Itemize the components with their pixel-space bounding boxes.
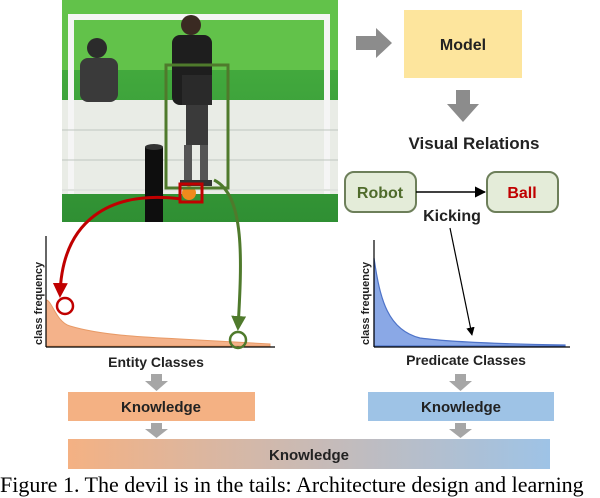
predicate-knowledge-bar [368,392,554,421]
down-arrow-icon [449,374,472,391]
down-arrow-icon [145,374,168,391]
down-arrow-icon [447,90,479,122]
ball-to-head-arrow [52,195,182,298]
down-arrow-icon [145,423,168,438]
predicate-knowledge-label: Knowledge [421,399,501,416]
figure-caption: Figure 1. The devil is in the tails: Arc… [0,472,584,497]
predicate-label: Kicking [423,208,481,225]
tail-class-marker [228,330,248,350]
ball-bounding-box [178,182,204,204]
combined-knowledge-bar [68,439,550,469]
predicate-frequency-chart: class frequency Predicate Classes [360,240,570,368]
predicate-pointer-arrow [449,227,475,336]
entity-frequency-chart: class frequency Entity Classes [33,236,275,370]
robot-to-tail-arrow [213,178,247,331]
head-class-marker [55,296,75,316]
down-arrow-icon [449,423,472,438]
right-arrow-icon [356,28,392,58]
predicate-xlabel: Predicate Classes [406,352,526,368]
entity-knowledge-label: Knowledge [121,399,201,416]
ball-node [486,171,559,213]
ball-node-label: Ball [507,185,536,202]
predicate-ylabel: class frequency [360,261,372,345]
model-label: Model [440,37,486,54]
visual-relations-title: Visual Relations [408,134,539,153]
robot-node-label: Robot [357,185,404,202]
entity-xlabel: Entity Classes [108,354,204,370]
entity-knowledge-bar [68,392,255,421]
entity-ylabel: class frequency [33,261,45,345]
model-box [404,10,522,78]
combined-knowledge-label: Knowledge [269,447,349,464]
robot-soccer-photo [62,0,338,222]
robot-bounding-box [164,63,230,190]
